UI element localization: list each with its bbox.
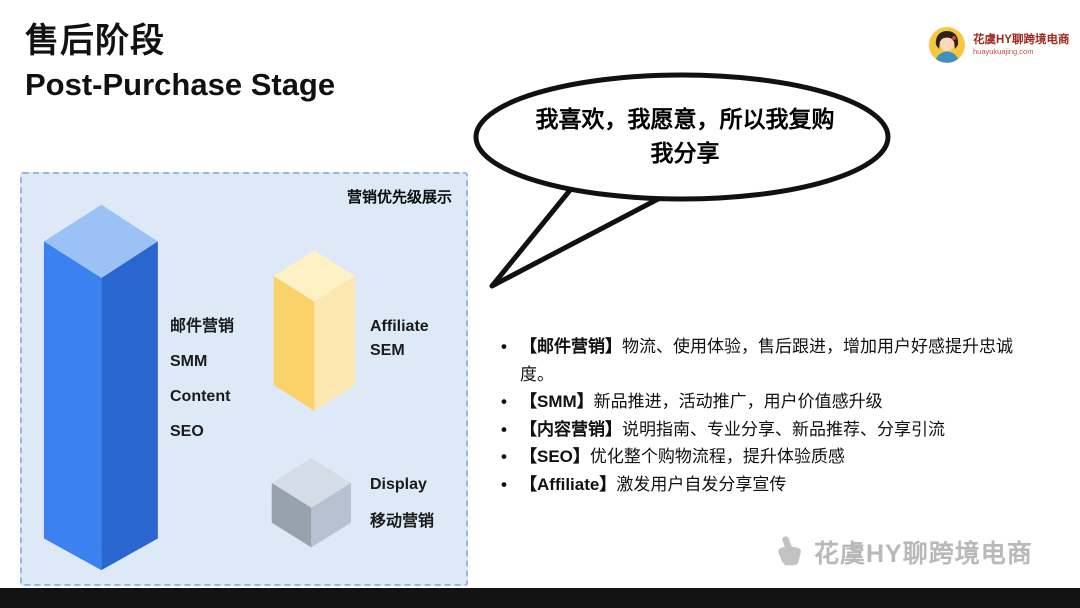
brand-badge: 花虞HY聊跨境电商 huayukuajing.com [928, 26, 1069, 64]
panel-caption: 营销优先级展示 [346, 189, 452, 206]
bullet-term: 【SEO】 [520, 447, 590, 466]
watermark-text: 花虞HY聊跨境电商 [814, 540, 1033, 568]
bar-label: Content [170, 388, 231, 405]
gray-bar-front-face [271, 482, 312, 548]
bar-label: 移动营销 [370, 513, 435, 530]
bullet-text: 新品推进，活动推广，用户价值感升级 [593, 392, 883, 411]
brand-domain: huayukuajing.com [973, 47, 1034, 56]
blue-bar-labels: 邮件营销 SMM Content SEO [170, 312, 234, 441]
brand-name: 花虞HY聊跨境电商 [973, 34, 1070, 46]
bar-label: Display [370, 476, 427, 493]
gray-bar-side-face [311, 482, 351, 548]
speech-bubble-body [473, 72, 891, 202]
bullet-text: 物流、使用体验，售后跟进，增加用户好感提升忠诚度。 [520, 337, 1013, 384]
brand-text: 花虞HY聊跨境电商 huayukuajing.com [973, 33, 1069, 57]
bullet-text: 说明指南、专业分享、新品推荐、分享引流 [622, 419, 945, 439]
blue-bar-front-face [43, 241, 102, 571]
bullet-item: 【邮件营销】物流、使用体验，售后跟进，增加用户好感提升忠诚度。 [498, 333, 1046, 388]
bullet-item: 【Affiliate】激发用户自发分享宣传 [498, 471, 1046, 499]
speech-bubble-text: 我喜欢，我愿意，所以我复购 我分享 [470, 102, 900, 170]
bullet-term: 【内容营销】 [520, 419, 622, 439]
yellow-bar-labels: Affiliate SEM [370, 318, 429, 360]
bullet-list: 【邮件营销】物流、使用体验，售后跟进，增加用户好感提升忠诚度。 【SMM】新品推… [498, 333, 1046, 498]
bullet-term: 【Affiliate】 [520, 474, 617, 494]
marketing-priority-panel: 营销优先级展示 邮件营销 SMM Content SEO Affiliate S… [20, 172, 468, 586]
bullet-text: 优化整个购物流程，提升体验质感 [589, 447, 845, 466]
bar-label: Affiliate [370, 318, 429, 335]
yellow-bar-front-face [273, 276, 315, 411]
speech-bubble [473, 72, 891, 289]
priority-bars-chart [43, 204, 355, 571]
page-title: 售后阶段 Post-Purchase Stage [25, 18, 335, 106]
speech-line-2: 我分享 [650, 140, 720, 166]
bullet-item: 【内容营销】说明指南、专业分享、新品推荐、分享引流 [498, 416, 1046, 444]
footer-bar [0, 588, 1080, 608]
blue-bar-top-face [43, 204, 158, 278]
watermark: 花虞HY聊跨境电商 [772, 534, 1033, 570]
watermark-hand-icon [778, 536, 801, 566]
page-title-en: Post-Purchase Stage [25, 67, 336, 102]
bar-label: 邮件营销 [170, 318, 235, 335]
bullet-item: 【SEO】优化整个购物流程，提升体验质感 [498, 443, 1046, 471]
gray-bar-labels: Display 移动营销 [370, 476, 434, 531]
brand-avatar-icon [929, 27, 965, 63]
bullet-term: 【邮件营销】 [520, 337, 622, 356]
bar-label: SMM [170, 353, 208, 370]
bar-label: SEO [170, 423, 204, 440]
page-title-zh: 售后阶段 [25, 22, 165, 60]
blue-bar-side-face [101, 241, 158, 571]
bullet-item: 【SMM】新品推进，活动推广，用户价值感升级 [498, 388, 1046, 416]
yellow-bar-side-face [314, 276, 355, 411]
speech-line-1: 我喜欢，我愿意，所以我复购 [535, 106, 835, 132]
bullet-term: 【SMM】 [520, 392, 594, 411]
yellow-bar-top-face [273, 250, 355, 302]
bar-label: SEM [370, 342, 405, 359]
bullet-text: 激发用户自发分享宣传 [616, 474, 787, 494]
